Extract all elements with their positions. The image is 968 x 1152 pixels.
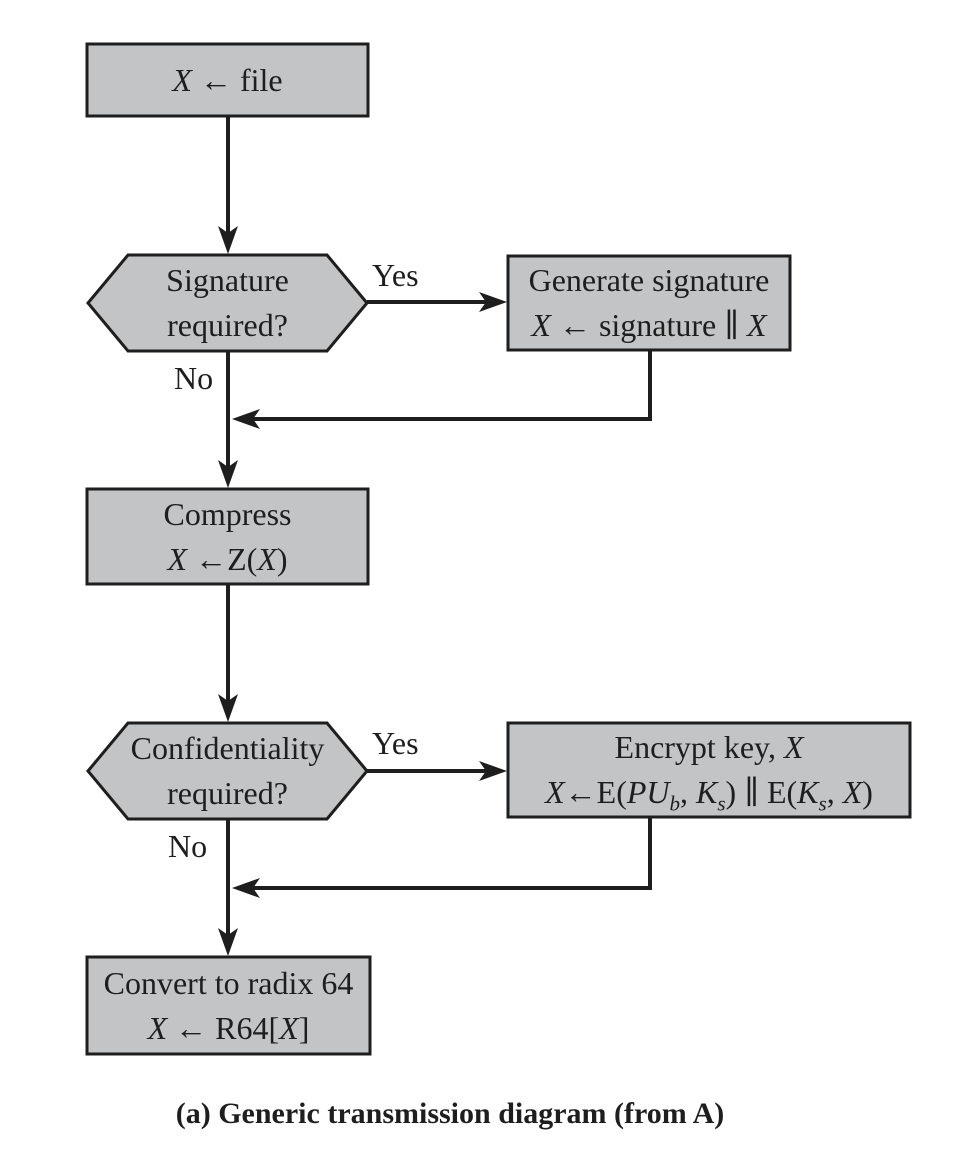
encrypt-formula-text: , xyxy=(826,774,843,810)
variable-x: X xyxy=(147,1009,168,1046)
node-line: Confidentiality xyxy=(131,726,325,771)
subscript-s: s xyxy=(818,791,827,816)
compress-box xyxy=(85,487,370,586)
encrypt-formula-text: ←E( xyxy=(564,774,627,810)
figure-caption: (a) Generic transmission diagram (from A… xyxy=(0,1095,900,1133)
branch-label: Yes xyxy=(372,725,419,761)
confidentiality-decision-hexagon xyxy=(86,721,369,821)
compress-assignment-text: ←Z( xyxy=(187,540,258,577)
convert-radix64-label: Convert to radix 64 X ← R64[X] xyxy=(87,957,370,1054)
process-text: Compress xyxy=(163,495,292,532)
node-line: X ← R64[X] xyxy=(148,1006,310,1051)
radix-assignment-text: ] xyxy=(298,1009,310,1046)
variable-x: X xyxy=(257,540,277,577)
node-line: X ← file xyxy=(172,58,282,103)
confidentiality-decision-label: Confidentiality required? xyxy=(88,723,367,819)
decision-text: Signature xyxy=(166,262,289,298)
encrypt-formula-text: ) xyxy=(862,774,873,810)
arrowhead-down-icon xyxy=(218,460,238,488)
variable-x: X xyxy=(531,307,551,343)
process-text: Encrypt key, xyxy=(614,729,784,765)
convert-radix64-box xyxy=(85,955,372,1056)
caption-text: (a) Generic transmission diagram (from A… xyxy=(175,1097,725,1130)
encrypt-key-label: Encrypt key, X X←E(PUb, Ks) ∥ E(Ks, X) xyxy=(508,723,910,817)
generate-signature-box xyxy=(506,254,792,352)
process-text: Convert to radix 64 xyxy=(103,964,354,1001)
node-line: required? xyxy=(167,771,288,816)
file-input-box xyxy=(85,42,370,118)
compress-label: Compress X ←Z(X) xyxy=(87,489,368,584)
signature-decision-label: Signature required? xyxy=(88,255,367,351)
branch-label: Yes xyxy=(372,257,419,293)
arrowhead-down-icon xyxy=(218,928,238,956)
node-line: Convert to radix 64 xyxy=(104,961,354,1006)
node-line: Encrypt key, X xyxy=(615,725,804,770)
arrowhead-down-icon xyxy=(218,226,238,254)
variable-x: X xyxy=(279,1009,299,1046)
branch-label: No xyxy=(168,828,208,864)
decision-text: required? xyxy=(167,775,288,811)
encrypt-key-box xyxy=(506,721,912,819)
arrowhead-right-icon xyxy=(479,761,507,781)
arrowhead-right-icon xyxy=(479,292,507,312)
variable-k: K xyxy=(696,774,718,810)
node-line: Generate signature xyxy=(529,258,770,303)
encrypt-formula-text: ) ∥ E( xyxy=(725,774,798,810)
encrypt-formula-text: , xyxy=(680,774,696,810)
compress-assignment-text: ) xyxy=(276,540,288,577)
subscript-b: b xyxy=(669,791,681,816)
file-assignment-text: ← file xyxy=(191,61,283,98)
variable-x: X xyxy=(545,774,565,810)
node-line: Compress xyxy=(164,492,292,537)
variable-x: X xyxy=(172,61,192,98)
variable-k: K xyxy=(797,774,819,810)
yes-label-signature: Yes xyxy=(372,257,419,293)
no-label-signature: No xyxy=(174,360,213,396)
node-line: X ←Z(X) xyxy=(168,537,288,582)
signature-assignment-text: ← signature ∥ xyxy=(550,307,748,343)
arrowhead-left-icon xyxy=(232,878,260,898)
arrow-generate-merge xyxy=(252,350,652,421)
branch-label: No xyxy=(174,360,214,396)
variable-pu: PU xyxy=(626,774,670,810)
subscript-s: s xyxy=(717,791,726,816)
generate-signature-label: Generate signature X ← signature ∥ X xyxy=(508,256,790,350)
arrowhead-left-icon xyxy=(232,409,260,429)
node-line: X ← signature ∥ X xyxy=(531,303,766,348)
no-label-confidentiality: No xyxy=(168,828,207,864)
yes-label-confidentiality: Yes xyxy=(372,725,419,761)
file-input-label: X ← file xyxy=(87,44,368,116)
arrowhead-down-icon xyxy=(218,694,238,722)
node-line: Signature xyxy=(166,258,289,303)
variable-x: X xyxy=(842,774,863,810)
variable-x: X xyxy=(747,307,767,343)
signature-decision-hexagon xyxy=(86,253,369,353)
arrow-encrypt-merge xyxy=(252,817,652,890)
node-line: X←E(PUb, Ks) ∥ E(Ks, X) xyxy=(545,770,873,815)
process-text: Generate signature xyxy=(528,262,770,298)
radix-assignment-text: ← R64[ xyxy=(167,1009,280,1046)
variable-x: X xyxy=(167,540,188,577)
decision-text: required? xyxy=(167,307,288,343)
variable-x: X xyxy=(783,729,804,765)
node-line: required? xyxy=(167,303,288,348)
decision-text: Confidentiality xyxy=(130,730,325,766)
